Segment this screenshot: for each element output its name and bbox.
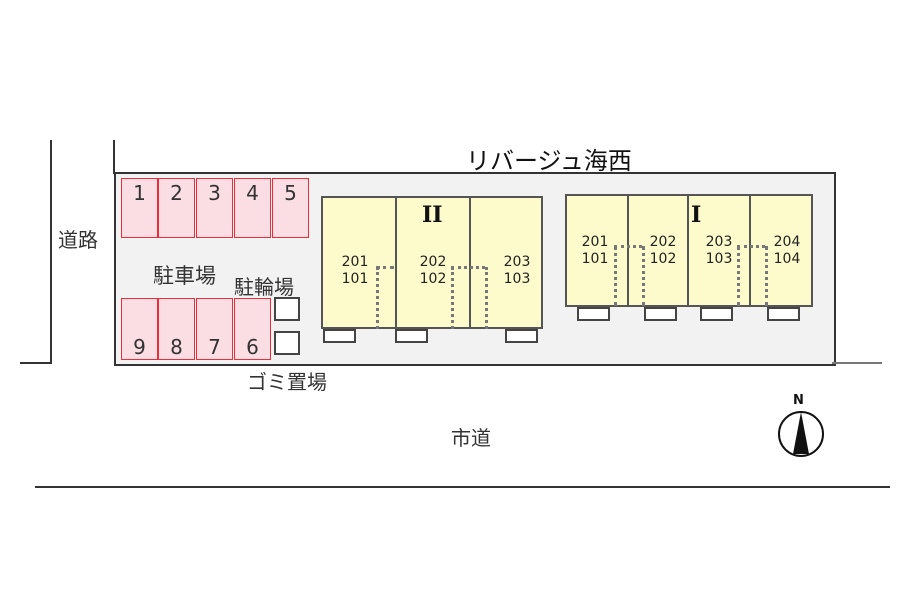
garbage-box xyxy=(274,331,300,355)
parking-stall[interactable]: 5 xyxy=(272,178,309,238)
entrance-porch xyxy=(395,329,428,343)
parking-stall[interactable]: 8 xyxy=(158,298,195,360)
parking-label: 駐車場 xyxy=(153,264,216,288)
entrance-porch xyxy=(505,329,538,343)
site-left-extension xyxy=(113,140,115,174)
stair-path xyxy=(765,246,768,306)
north-arrow-icon xyxy=(778,411,824,457)
north-label: N xyxy=(793,393,804,408)
garbage-label: ゴミ置場 xyxy=(247,370,327,394)
parking-stall[interactable]: 3 xyxy=(196,178,233,238)
stair-path xyxy=(451,266,485,269)
site-bottom-extension xyxy=(832,362,882,364)
entrance-porch xyxy=(700,307,733,321)
stair-path xyxy=(376,266,394,269)
stair-path xyxy=(737,246,740,306)
parking-stall[interactable]: 6 xyxy=(234,298,271,360)
stair-path xyxy=(737,245,765,248)
parking-stall[interactable]: 4 xyxy=(234,178,271,238)
side-road-line xyxy=(50,140,52,363)
property-title: リバージュ海西 xyxy=(466,147,632,175)
side-road-label: 道路 xyxy=(58,228,98,252)
entrance-porch xyxy=(644,307,677,321)
bicycle-parking-box xyxy=(274,297,300,321)
entrance-porch xyxy=(767,307,800,321)
stair-path xyxy=(376,267,379,329)
city-road-label: 市道 xyxy=(451,426,491,450)
bicycle-parking-label: 駐輪場 xyxy=(234,275,294,299)
parking-stall[interactable]: 2 xyxy=(158,178,195,238)
stair-path xyxy=(614,246,617,306)
stair-path xyxy=(485,267,488,329)
parking-stall[interactable]: 9 xyxy=(121,298,158,360)
side-road-bottom-line xyxy=(20,362,52,364)
parking-stall[interactable]: 1 xyxy=(121,178,158,238)
building-i-label: I xyxy=(691,202,702,228)
stair-path xyxy=(451,267,454,329)
stair-path xyxy=(642,246,645,306)
stair-path xyxy=(614,245,642,248)
entrance-porch xyxy=(577,307,610,321)
entrance-porch xyxy=(323,329,356,343)
building-ii-label: II xyxy=(422,202,443,228)
parking-stall[interactable]: 7 xyxy=(196,298,233,360)
city-road-line xyxy=(35,486,890,488)
